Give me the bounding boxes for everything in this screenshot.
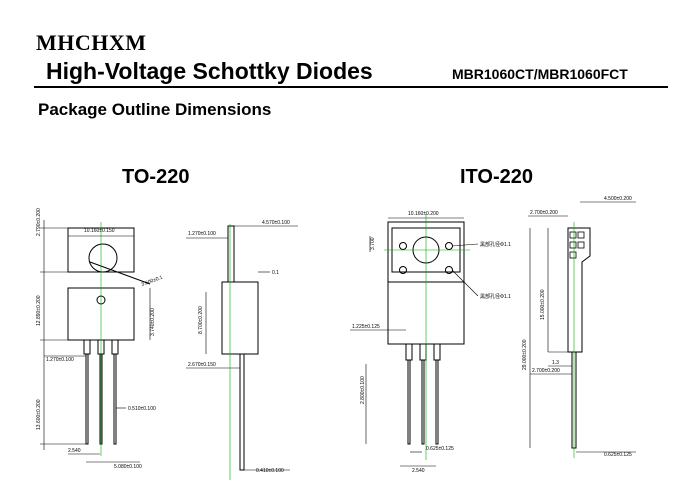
dim-label: 3.740±0.200 — [150, 308, 156, 336]
ito220-side-labels: 2.700±0.200 4.500±0.200 15.000±0.200 29.… — [522, 196, 632, 458]
dim-label: 12.890±0.200 — [36, 295, 42, 326]
dim-label: 2.700±0.200 — [530, 210, 558, 216]
package-name-to220: TO-220 — [122, 166, 190, 188]
to220-side-labels: 1.270±0.100 4.570±0.100 0.1 8.700±0.200 … — [188, 220, 290, 474]
dim-label: 黑部孔径Φ1.1 — [480, 241, 511, 248]
dim-label: 4.500±0.200 — [604, 196, 632, 202]
dim-label: 3.700 — [370, 237, 376, 250]
dim-label: 10.160±0.200 — [408, 211, 439, 217]
header-rule — [34, 86, 668, 88]
ito220-front-labels: 10.160±0.200 3.700 黑部孔径Φ1.1 黑部孔径Φ1.1 1.2… — [352, 211, 511, 474]
dim-label: 4.570±0.100 — [262, 220, 290, 226]
to220-side-drawing — [186, 224, 298, 480]
dim-label: 1.270±0.100 — [188, 231, 216, 237]
dim-label: 0.1 — [272, 270, 279, 276]
dim-label: 2.540 — [412, 468, 425, 474]
dim-label: 10.160±0.150 — [84, 228, 115, 234]
dim-label: 1.225±0.125 — [352, 324, 380, 330]
dim-label: 2.540 — [68, 448, 81, 454]
dim-label: 0.510±0.100 — [128, 406, 156, 412]
dim-label: 0.410±0.100 — [256, 468, 284, 474]
dim-label: 2.700±0.200 — [532, 368, 560, 374]
section-title: Package Outline Dimensions — [38, 100, 272, 119]
part-number: MBR1060CT/MBR1060FCT — [452, 66, 628, 82]
dim-label: 1.270±0.100 — [46, 357, 74, 363]
ito220-front-drawing — [350, 214, 479, 467]
ito220-side-drawing — [528, 201, 636, 458]
dim-label: 黑部孔径Φ1.1 — [480, 293, 511, 300]
dim-label: 8.700±0.200 — [198, 306, 204, 334]
dim-label: 13.600±0.200 — [36, 399, 42, 430]
dim-label: 2.800±0.100 — [360, 376, 366, 404]
to220-front-drawing — [40, 220, 151, 463]
page-title: High-Voltage Schottky Diodes — [46, 58, 373, 84]
dim-label: 2.790±0.200 — [36, 208, 42, 236]
dim-label: 5.080±0.100 — [114, 464, 142, 470]
dim-label: 15.000±0.200 — [540, 289, 546, 320]
package-name-ito220: ITO-220 — [460, 166, 533, 188]
dim-label: 2.670±0.150 — [188, 362, 216, 368]
dim-label: 3.600±0.1 — [141, 275, 164, 288]
dim-label: 1.3 — [552, 360, 559, 366]
to220-front-labels: 10.160±0.150 2.790±0.200 12.890±0.200 13… — [36, 208, 164, 470]
dim-label: 0.625±0.125 — [604, 452, 632, 458]
dim-label: 0.625±0.125 — [426, 446, 454, 452]
brand-logo: MHCHXM — [36, 30, 147, 55]
dim-label: 29.000±0.200 — [522, 339, 528, 370]
